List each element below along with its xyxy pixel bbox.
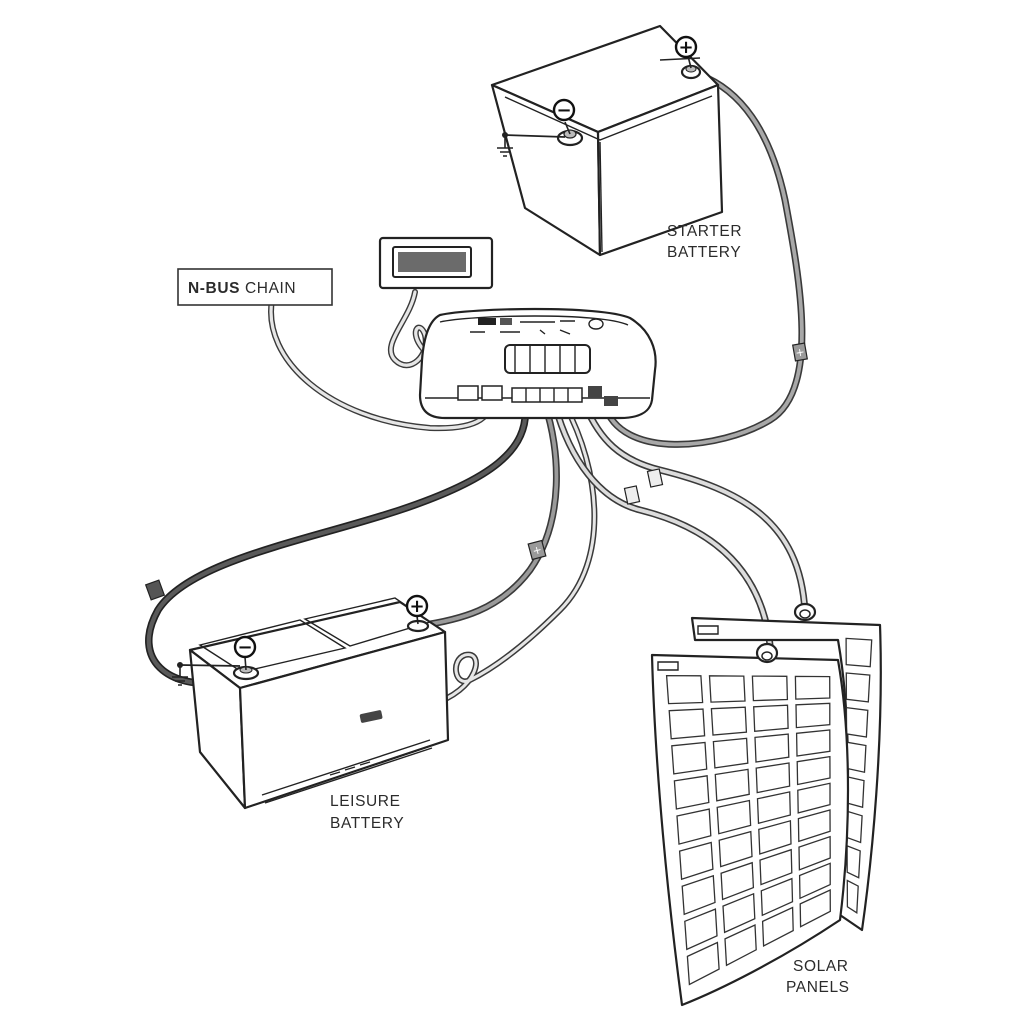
starter-battery-label-line2: BATTERY — [667, 244, 741, 261]
solar-cell — [760, 877, 794, 917]
solar-charge-controller — [418, 307, 657, 420]
solar-cell — [845, 741, 867, 773]
nbus-chain-label: N-BUS CHAIN — [177, 268, 333, 306]
cable-tag-starter: + — [792, 342, 808, 362]
solar-cell — [708, 675, 746, 703]
solar-panel-front-cells — [665, 674, 831, 986]
solar-cell — [722, 892, 756, 934]
solar-cable-1 — [551, 401, 774, 649]
solar-cell — [720, 861, 755, 901]
solar-cell — [710, 706, 748, 736]
solar-cell — [751, 675, 789, 702]
solar-panels-label-line1: SOLAR — [793, 958, 849, 975]
solar-cell — [681, 874, 716, 916]
solar-cell — [673, 775, 710, 810]
solar-cell — [846, 810, 863, 844]
nbus-rest-text: CHAIN — [240, 280, 296, 297]
solar-panel-back-cells — [845, 637, 873, 914]
solar-cell — [756, 791, 791, 825]
solar-panel-front — [650, 642, 850, 1007]
solar-cell — [798, 862, 831, 900]
leisure-positive-cable — [414, 401, 560, 630]
solar-cell — [846, 879, 859, 914]
solar-cell — [676, 808, 712, 845]
solar-cell — [755, 762, 791, 794]
svg-text:−: − — [556, 100, 571, 121]
nbus-bold-text: N-BUS — [188, 280, 240, 297]
solar-cell — [798, 835, 831, 871]
solar-cable-2 — [581, 401, 809, 616]
cable-tag-leisure: + — [527, 539, 547, 561]
leisure-plus-symbol: + — [405, 594, 429, 618]
solar-panels-label-line2: PANELS — [786, 979, 850, 996]
solar-cell — [671, 741, 708, 775]
solar-cell — [665, 674, 704, 705]
cable-tag-solar-1 — [623, 485, 641, 505]
starter-minus-symbol: − — [552, 98, 576, 122]
solar-cell — [846, 844, 861, 879]
solar-cell — [761, 906, 794, 948]
temp-sensor — [359, 710, 383, 723]
leisure-minus-symbol: − — [233, 635, 257, 659]
solar-cell — [759, 848, 793, 886]
cable-tag-negative — [144, 579, 166, 601]
solar-cell — [845, 672, 871, 703]
cable-tag-solar-2 — [646, 468, 664, 488]
solar-cell — [712, 737, 749, 769]
leisure-battery: − + — [172, 594, 450, 810]
starter-battery: − + — [490, 24, 724, 257]
solar-cell — [714, 768, 750, 802]
svg-text:+: + — [794, 345, 805, 359]
solar-panel-back — [690, 602, 882, 932]
solar-cell — [678, 841, 714, 881]
solar-cell — [846, 775, 865, 809]
svg-text:−: − — [237, 637, 252, 658]
solar-panels — [650, 602, 882, 1007]
remote-display — [378, 236, 494, 290]
solar-cell — [668, 708, 706, 740]
cables: + + — [144, 71, 809, 721]
solar-cell — [754, 733, 790, 763]
solar-cell — [795, 702, 831, 729]
svg-text:N-BUS CHAIN: N-BUS CHAIN — [188, 280, 296, 297]
solar-cell — [796, 755, 831, 786]
solar-cell — [758, 819, 792, 855]
solar-cell — [724, 924, 757, 967]
solar-cell — [718, 830, 753, 868]
solar-cell — [794, 675, 831, 700]
svg-text:+: + — [678, 37, 693, 58]
solar-cell — [716, 799, 752, 835]
leisure-battery-label-line2: BATTERY — [330, 815, 404, 832]
solar-cell — [753, 704, 789, 733]
solar-cell — [797, 809, 831, 843]
svg-text:+: + — [531, 543, 543, 558]
solar-cell — [795, 729, 831, 757]
leisure-negative-cable — [145, 401, 530, 687]
starter-battery-label-line1: STARTER — [667, 223, 742, 240]
solar-cell — [799, 888, 831, 928]
solar-cell — [845, 637, 873, 668]
starter-plus-symbol: + — [674, 35, 698, 59]
solar-cell — [684, 908, 718, 951]
leisure-battery-label-line1: LEISURE — [330, 793, 401, 810]
solar-cell — [845, 706, 869, 738]
solar-cell — [686, 941, 720, 986]
svg-text:+: + — [409, 596, 424, 617]
solar-cell — [797, 782, 831, 814]
